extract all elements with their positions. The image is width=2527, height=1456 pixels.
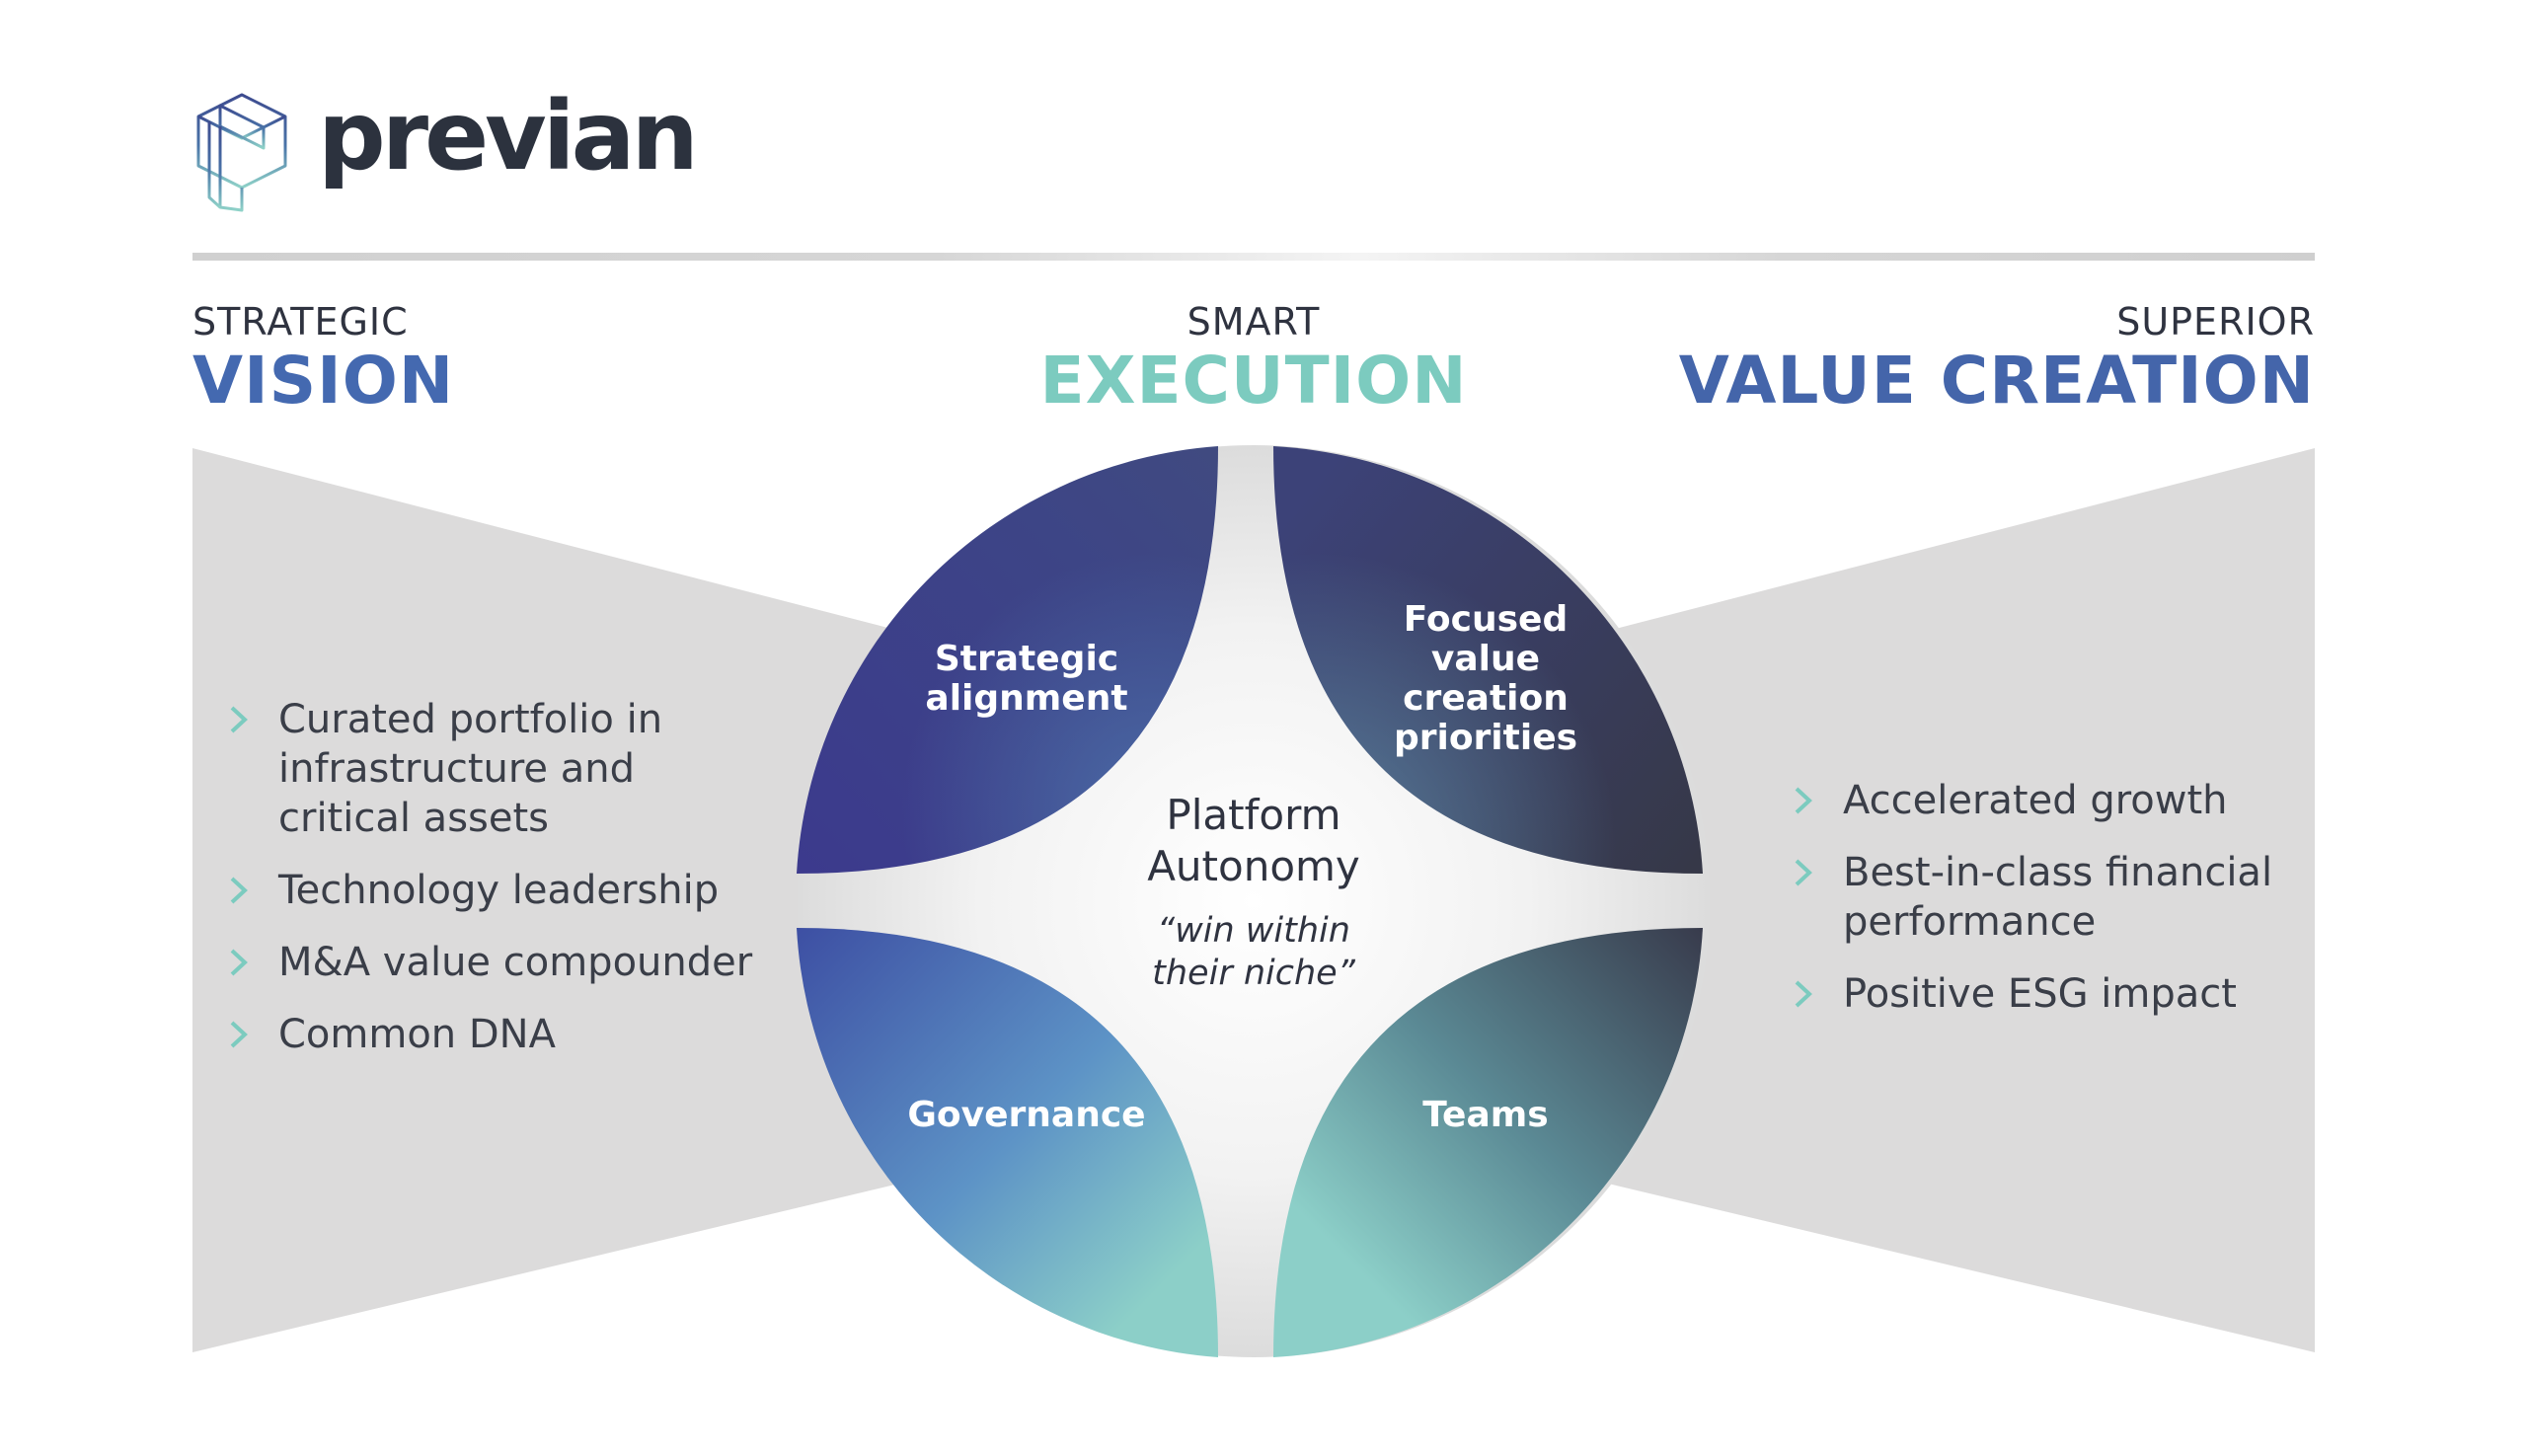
list-item-line: critical assets xyxy=(278,796,550,841)
label-governance: Governance xyxy=(869,1096,1185,1135)
heading-right-small: SUPERIOR xyxy=(2116,300,2315,344)
right-panel xyxy=(1604,448,2315,1352)
label-line: Strategic xyxy=(934,639,1119,679)
quadrant-governance xyxy=(797,928,1218,1357)
list-item-line: Accelerated growth xyxy=(1843,778,2228,823)
quadrant-teams xyxy=(1273,928,1703,1357)
chevron-right-icon xyxy=(230,877,248,904)
left-panel xyxy=(192,448,903,1352)
brand-logo: previan xyxy=(192,81,1180,219)
list-item: Common DNA xyxy=(227,1010,780,1059)
label-line: priorities xyxy=(1393,718,1578,758)
vision-list: Curated portfolio in infrastructure and … xyxy=(227,695,780,1082)
center-quote: “win within their niche” xyxy=(1096,910,1412,995)
list-item: Curated portfolio in infrastructure and … xyxy=(227,695,780,843)
list-item: Best-in-class financial performance xyxy=(1792,848,2344,947)
heading-left-small: STRATEGIC xyxy=(192,300,409,344)
list-item-line: Common DNA xyxy=(278,1012,556,1057)
heading-strategic-vision: STRATEGIC VISION xyxy=(192,303,454,414)
heading-center-big: EXECUTION xyxy=(1039,343,1468,419)
label-strategic-alignment: Strategic alignment xyxy=(869,640,1185,719)
chevron-right-icon xyxy=(1795,980,1812,1008)
label-line: Teams xyxy=(1422,1095,1549,1135)
center-platform-autonomy: Platform Autonomy xyxy=(1106,790,1402,892)
list-item-line: Best-in-class financial xyxy=(1843,850,2273,895)
center-quote-line: their niche” xyxy=(1152,954,1355,993)
chevron-right-icon xyxy=(230,706,248,733)
label-line: creation xyxy=(1403,678,1569,719)
list-item-line: Positive ESG impact xyxy=(1843,971,2237,1017)
center-title-line: Autonomy xyxy=(1147,842,1360,890)
list-item: Technology leadership xyxy=(227,866,780,915)
chevron-right-icon xyxy=(1795,787,1812,814)
brand-wordmark: previan xyxy=(318,81,699,192)
quadrant-strategic-alignment-glow xyxy=(797,446,1218,874)
quadrant-focused-glow xyxy=(1273,446,1703,874)
list-item: M&A value compounder xyxy=(227,938,780,987)
list-item-line: Technology leadership xyxy=(278,868,720,913)
list-item-line: infrastructure and xyxy=(278,746,635,792)
chevron-right-icon xyxy=(230,1021,248,1048)
label-focused-value-creation-priorities: Focused value creation priorities xyxy=(1328,600,1644,758)
label-line: Governance xyxy=(907,1095,1146,1135)
isometric-cube-logo-icon xyxy=(196,93,287,212)
list-item-line: Curated portfolio in xyxy=(278,697,663,742)
chevron-right-icon xyxy=(1795,859,1812,886)
heading-center-small: SMART xyxy=(1187,300,1321,344)
heading-smart-execution: SMART EXECUTION xyxy=(967,303,1540,414)
center-quote-line: “win within xyxy=(1157,911,1350,951)
center-title-line: Platform xyxy=(1166,791,1341,839)
chevron-right-icon xyxy=(230,949,248,976)
value-creation-list: Accelerated growth Best-in-class financi… xyxy=(1792,776,2344,1041)
label-line: Focused xyxy=(1403,599,1569,640)
label-line: alignment xyxy=(925,678,1128,719)
list-item: Accelerated growth xyxy=(1792,776,2344,825)
heading-left-big: VISION xyxy=(192,343,455,419)
list-item-line: M&A value compounder xyxy=(278,940,753,985)
label-teams: Teams xyxy=(1328,1096,1644,1135)
header-divider xyxy=(192,253,2315,261)
heading-superior-value-creation: SUPERIOR VALUE CREATION xyxy=(1679,303,2315,414)
list-item-line: performance xyxy=(1843,899,2097,945)
heading-right-big: VALUE CREATION xyxy=(1678,343,2315,419)
label-line: value xyxy=(1430,639,1541,679)
list-item: Positive ESG impact xyxy=(1792,969,2344,1019)
